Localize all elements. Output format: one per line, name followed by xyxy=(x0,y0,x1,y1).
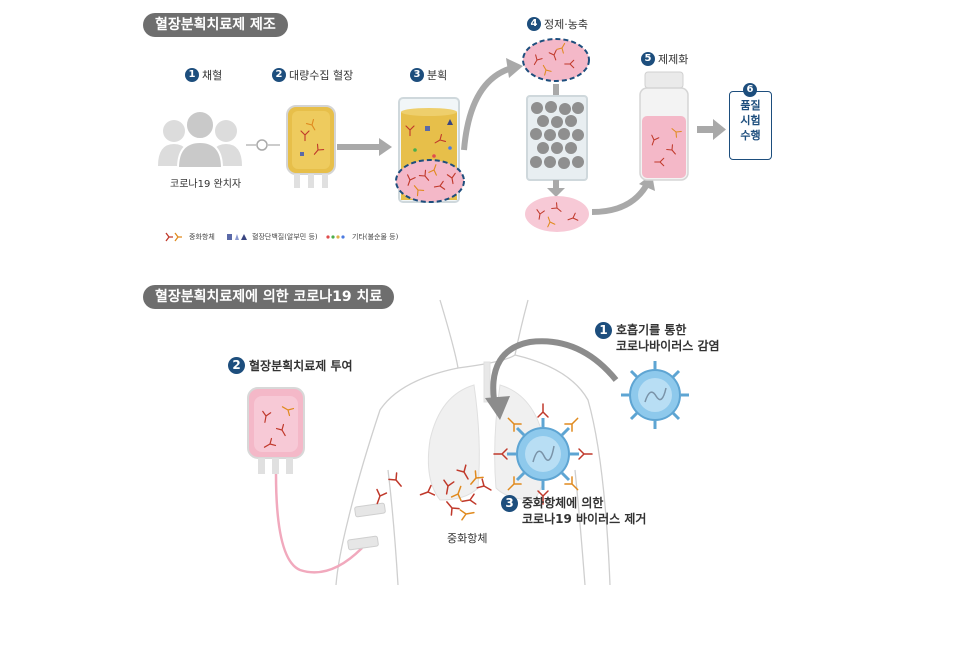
step3-number: 3 xyxy=(410,68,424,82)
purified-ellipse-top xyxy=(522,38,590,82)
legend-protein: 혈장단백질(알부민 등) xyxy=(226,232,318,242)
virus-neutralized-icon xyxy=(493,403,593,505)
fractionation-beaker-icon xyxy=(398,97,460,203)
administration-text: 혈장분획치료제 투여 xyxy=(249,358,353,373)
step1-number: 1 xyxy=(185,68,199,82)
infection-line-2: 코로나바이러스 감염 xyxy=(616,339,720,353)
removal-number: 3 xyxy=(501,495,518,512)
removal-line-2: 코로나19 바이러스 제거 xyxy=(522,512,647,526)
fraction-highlight-ellipse xyxy=(395,159,465,203)
step5-label: 5 제제화 xyxy=(641,51,688,67)
quality-test-box: 6 품질 시험 수행 xyxy=(729,83,772,160)
step1-text: 채혈 xyxy=(202,69,223,82)
donor-label: 코로나19 완치자 xyxy=(170,179,242,190)
step3-label: 3 분획 xyxy=(410,67,447,83)
tape-icon-2 xyxy=(347,535,379,551)
curved-arrow-up-icon xyxy=(461,65,513,151)
medicine-bottle-icon xyxy=(639,71,689,181)
antibody-cluster-icon xyxy=(440,464,495,521)
qc-line-1: 품질 xyxy=(740,99,761,112)
legend-other: 기타(불순물 등) xyxy=(326,232,398,242)
qc-line-3: 수행 xyxy=(740,129,761,142)
purification-column-icon xyxy=(526,84,588,197)
legend-antibody-text: 중화항체 xyxy=(189,233,215,241)
donor-people-icon xyxy=(158,110,242,169)
step2-text: 대량수집 혈장 xyxy=(289,69,354,82)
step2-number: 2 xyxy=(272,68,286,82)
purified-ellipse-bottom xyxy=(525,196,589,232)
arrow-to-qc-icon xyxy=(697,126,715,133)
drip-bag-icon xyxy=(247,387,305,474)
step4-text: 정제·농축 xyxy=(544,18,588,31)
legend-other-text: 기타(불순물 등) xyxy=(352,233,399,241)
step5-text: 제제화 xyxy=(658,53,689,66)
infection-line-1: 호흡기를 통한 xyxy=(616,323,687,337)
removal-line-1: 중화항체에 의한 xyxy=(522,496,604,510)
step1-infection-label: 1 호흡기를 통한 코로나바이러스 감염 xyxy=(595,322,720,354)
other-legend-icon xyxy=(326,235,345,239)
iv-tube-icon xyxy=(274,473,363,574)
step2-label: 2 대량수집 혈장 xyxy=(272,67,353,83)
curved-arrow-to-bottle-icon xyxy=(591,184,649,215)
plasma-bag-icon xyxy=(286,105,336,188)
step5-number: 5 xyxy=(641,52,655,66)
step2-administration-label: 2 혈장분획치료제 투여 xyxy=(228,357,353,374)
arrow-right-icon xyxy=(337,138,392,156)
legend-protein-text: 혈장단백질(알부민 등) xyxy=(252,233,318,241)
administration-number: 2 xyxy=(228,357,245,374)
qc-line-2: 시험 xyxy=(740,114,761,127)
fraction-antibodies-icon xyxy=(403,169,458,192)
antibody-label: 중화항체 xyxy=(447,532,488,545)
antibody-legend-icon xyxy=(165,232,182,242)
step3-removal-label: 3 중화항체에 의한 코로나19 바이러스 제거 xyxy=(501,495,646,527)
legend-antibody: 중화항체 xyxy=(163,232,215,242)
section1-title: 혈장분획치료제 제조 xyxy=(143,13,288,37)
lungs-icon xyxy=(427,361,547,501)
step6-number: 6 xyxy=(743,83,757,97)
step3-text: 분획 xyxy=(427,69,448,82)
step1-label: 1 채혈 xyxy=(185,67,222,83)
virus-icon-right xyxy=(621,361,689,429)
protein-legend-icon xyxy=(227,234,247,240)
step4-number: 4 xyxy=(527,17,541,31)
connector-icon xyxy=(246,139,280,151)
infection-number: 1 xyxy=(595,322,612,339)
tape-icon-1 xyxy=(354,502,386,518)
step4-label: 4 정제·농축 xyxy=(527,16,588,32)
section2-title: 혈장분획치료제에 의한 코로나19 치료 xyxy=(143,285,395,309)
